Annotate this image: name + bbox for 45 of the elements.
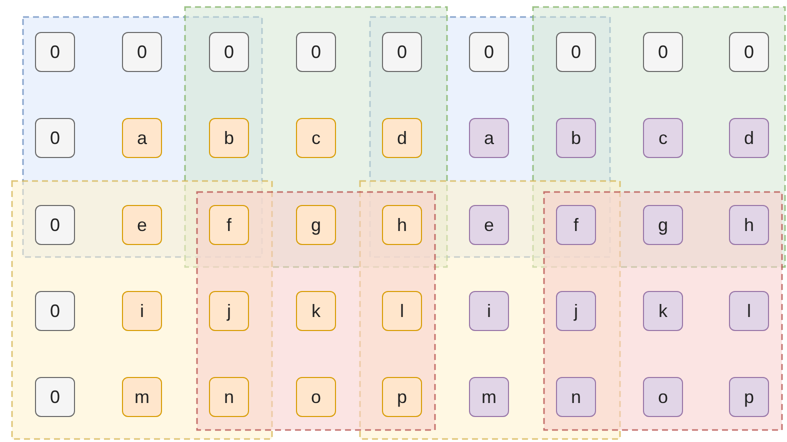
- letter-tile: o: [643, 377, 683, 417]
- letter-tile: j: [556, 291, 596, 331]
- letter-tile: 0: [122, 32, 162, 72]
- letter-tile: 0: [556, 32, 596, 72]
- letter-tile: g: [643, 205, 683, 245]
- letter-tile: o: [296, 377, 336, 417]
- letter-tile: 0: [469, 32, 509, 72]
- letter-tile: m: [469, 377, 509, 417]
- letter-tile: m: [122, 377, 162, 417]
- letter-tile: 0: [35, 377, 75, 417]
- letter-tile: i: [469, 291, 509, 331]
- letter-tile: 0: [729, 32, 769, 72]
- letter-tile: 0: [35, 205, 75, 245]
- letter-tile: a: [469, 118, 509, 158]
- letter-tile: n: [209, 377, 249, 417]
- letter-tile: h: [382, 205, 422, 245]
- letter-tile: 0: [643, 32, 683, 72]
- letter-tile: k: [296, 291, 336, 331]
- letter-tile: l: [382, 291, 422, 331]
- letter-tile: c: [296, 118, 336, 158]
- letter-tile: h: [729, 205, 769, 245]
- letter-tile: b: [556, 118, 596, 158]
- letter-tile: 0: [35, 118, 75, 158]
- letter-tile: e: [469, 205, 509, 245]
- letter-tile: p: [382, 377, 422, 417]
- letter-tile: d: [382, 118, 422, 158]
- letter-tile: i: [122, 291, 162, 331]
- letter-tile: f: [209, 205, 249, 245]
- letter-tile: a: [122, 118, 162, 158]
- letter-tile: c: [643, 118, 683, 158]
- letter-tile: k: [643, 291, 683, 331]
- letter-tile: g: [296, 205, 336, 245]
- letter-tile: l: [729, 291, 769, 331]
- letter-tile: p: [729, 377, 769, 417]
- letter-tile: e: [122, 205, 162, 245]
- letter-tile: 0: [296, 32, 336, 72]
- letter-tile: 0: [35, 291, 75, 331]
- letter-tile: 0: [35, 32, 75, 72]
- letter-tile: b: [209, 118, 249, 158]
- letter-tile: n: [556, 377, 596, 417]
- letter-tile: j: [209, 291, 249, 331]
- letter-tile: d: [729, 118, 769, 158]
- letter-tile: f: [556, 205, 596, 245]
- letter-tile: 0: [382, 32, 422, 72]
- letter-tile: 0: [209, 32, 249, 72]
